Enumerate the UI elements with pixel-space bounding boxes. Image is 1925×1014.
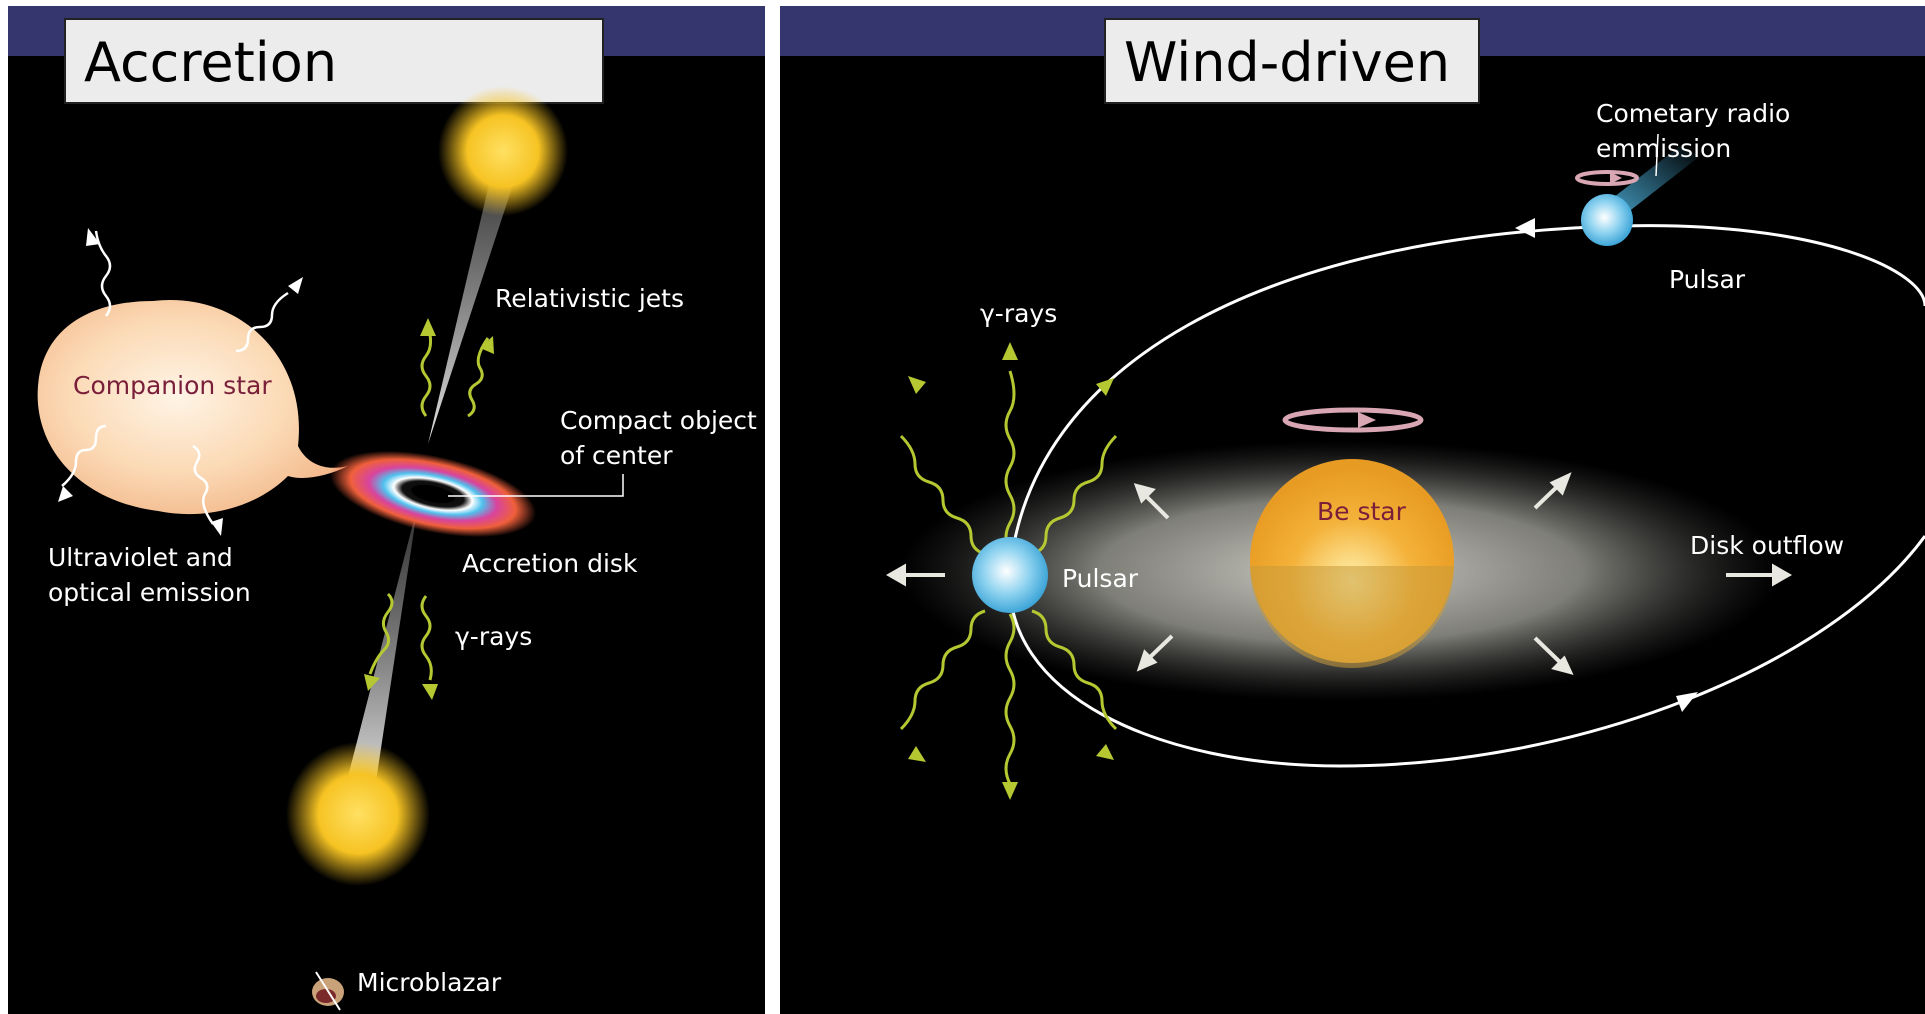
gamma-head-upright	[1096, 378, 1114, 396]
label-pulsar-top: Pulsar	[1669, 265, 1746, 294]
label-compact-object: Compact object of center	[560, 406, 757, 470]
gamma-head-1	[420, 318, 436, 336]
uv-arrowhead-3	[58, 486, 73, 502]
orbit-arrowhead-bottom	[1676, 692, 1698, 712]
jet-lobe-upper	[438, 86, 568, 216]
gamma-down	[1004, 613, 1016, 785]
accretion-diagram	[37, 86, 624, 1011]
cometary-tail	[1605, 146, 1700, 220]
gamma-head-4	[422, 684, 438, 700]
cometary-pointer	[1655, 133, 1659, 177]
gamma-head-3	[364, 674, 380, 691]
gamma-downright	[1031, 609, 1118, 731]
label-disk-outflow: Disk outflow	[1690, 531, 1845, 560]
gamma-head-upleft	[908, 376, 926, 394]
accretion-panel: Accretion powered	[8, 6, 765, 1014]
pulsar-top-rotation-ring	[1575, 170, 1639, 186]
gamma-downleft	[899, 609, 986, 731]
label-uv-optical: Ultraviolet and optical emission	[48, 543, 251, 607]
uv-arrowhead-1	[86, 228, 100, 246]
be-star-lower-shade	[1250, 566, 1454, 668]
wind-driven-diagram	[885, 133, 1925, 800]
gamma-arrow-left-down	[368, 592, 394, 675]
uv-arrow-2	[235, 291, 289, 353]
label-cometary: Cometary radio emmission	[1596, 99, 1791, 163]
companion-star	[37, 299, 348, 515]
label-pulsar-left: Pulsar	[1062, 564, 1139, 593]
jet-lobe-lower	[286, 742, 430, 886]
be-star-rotation-ring	[1282, 407, 1424, 433]
gamma-arrow-right-down	[420, 595, 433, 681]
label-relativistic-jets: Relativistic jets	[495, 284, 685, 313]
pulsar-orbit	[1008, 224, 1925, 768]
microblazar-icon	[312, 971, 344, 1011]
orbit-arrowhead-top	[1515, 218, 1535, 238]
label-gamma-rays-left: γ-rays	[455, 622, 533, 651]
pulsar-left	[972, 537, 1048, 613]
gamma-upleft	[899, 434, 986, 556]
gamma-up	[1004, 370, 1016, 552]
label-microblazar: Microblazar	[357, 968, 502, 997]
gamma-head-downright	[1096, 744, 1114, 760]
label-be-star: Be star	[1317, 497, 1406, 526]
uv-arrow-4	[192, 444, 215, 525]
compact-object	[411, 484, 455, 504]
uv-arrowhead-4	[211, 518, 223, 536]
gamma-head-up	[1002, 342, 1018, 360]
gamma-arrow-left-up	[420, 325, 433, 417]
gamma-upright	[1031, 434, 1118, 556]
gamma-head-downleft	[908, 746, 926, 762]
pulsar-top	[1581, 194, 1633, 246]
pulsar-top-rotation-head	[1610, 172, 1622, 184]
uv-arrowhead-2	[288, 277, 303, 294]
gamma-head-2	[480, 336, 494, 354]
wind-driven-panel: Wind-driven	[780, 6, 1925, 1014]
label-gamma-rays-right: γ-rays	[980, 299, 1058, 328]
panel-title-accretion: Accretion powered	[64, 18, 604, 180]
uv-arrow-3	[61, 424, 107, 487]
compact-object-pointer	[448, 474, 624, 497]
label-accretion-disk: Accretion disk	[462, 549, 638, 578]
gamma-arrow-right-up	[467, 337, 490, 418]
gamma-head-down	[1002, 782, 1018, 800]
relativistic-jet-upper	[428, 146, 523, 444]
label-companion-star: Companion star	[73, 371, 272, 400]
be-rotation-arrowhead	[1358, 412, 1376, 428]
panel-title-wind-driven: Wind-driven	[1104, 18, 1480, 104]
uv-arrow-1	[94, 230, 112, 317]
